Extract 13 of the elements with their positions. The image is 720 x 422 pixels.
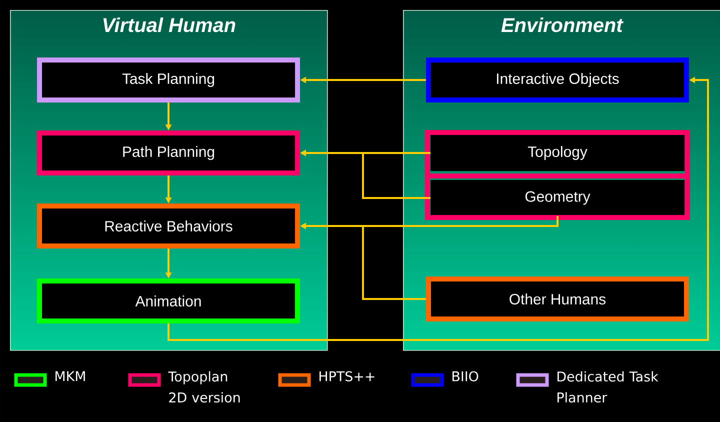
- legend-label: BIIO: [452, 371, 478, 382]
- legend-label: MKM: [56, 371, 85, 381]
- process-box: Reactive Behaviors: [37, 204, 300, 248]
- process-box: Path Planning: [37, 130, 300, 176]
- legend-label: HPTS++: [320, 371, 374, 382]
- legend-label: Topoplan 2D version: [168, 371, 240, 403]
- process-box: Other Humans: [426, 276, 689, 322]
- process-box: Interactive Objects: [426, 58, 689, 102]
- process-box: Geometry: [430, 180, 685, 216]
- legend-label: Dedicated Task Planner: [558, 371, 658, 403]
- process-box: Animation: [37, 278, 300, 324]
- process-box: Task Planning: [37, 58, 300, 102]
- process-box: Topology: [430, 134, 685, 172]
